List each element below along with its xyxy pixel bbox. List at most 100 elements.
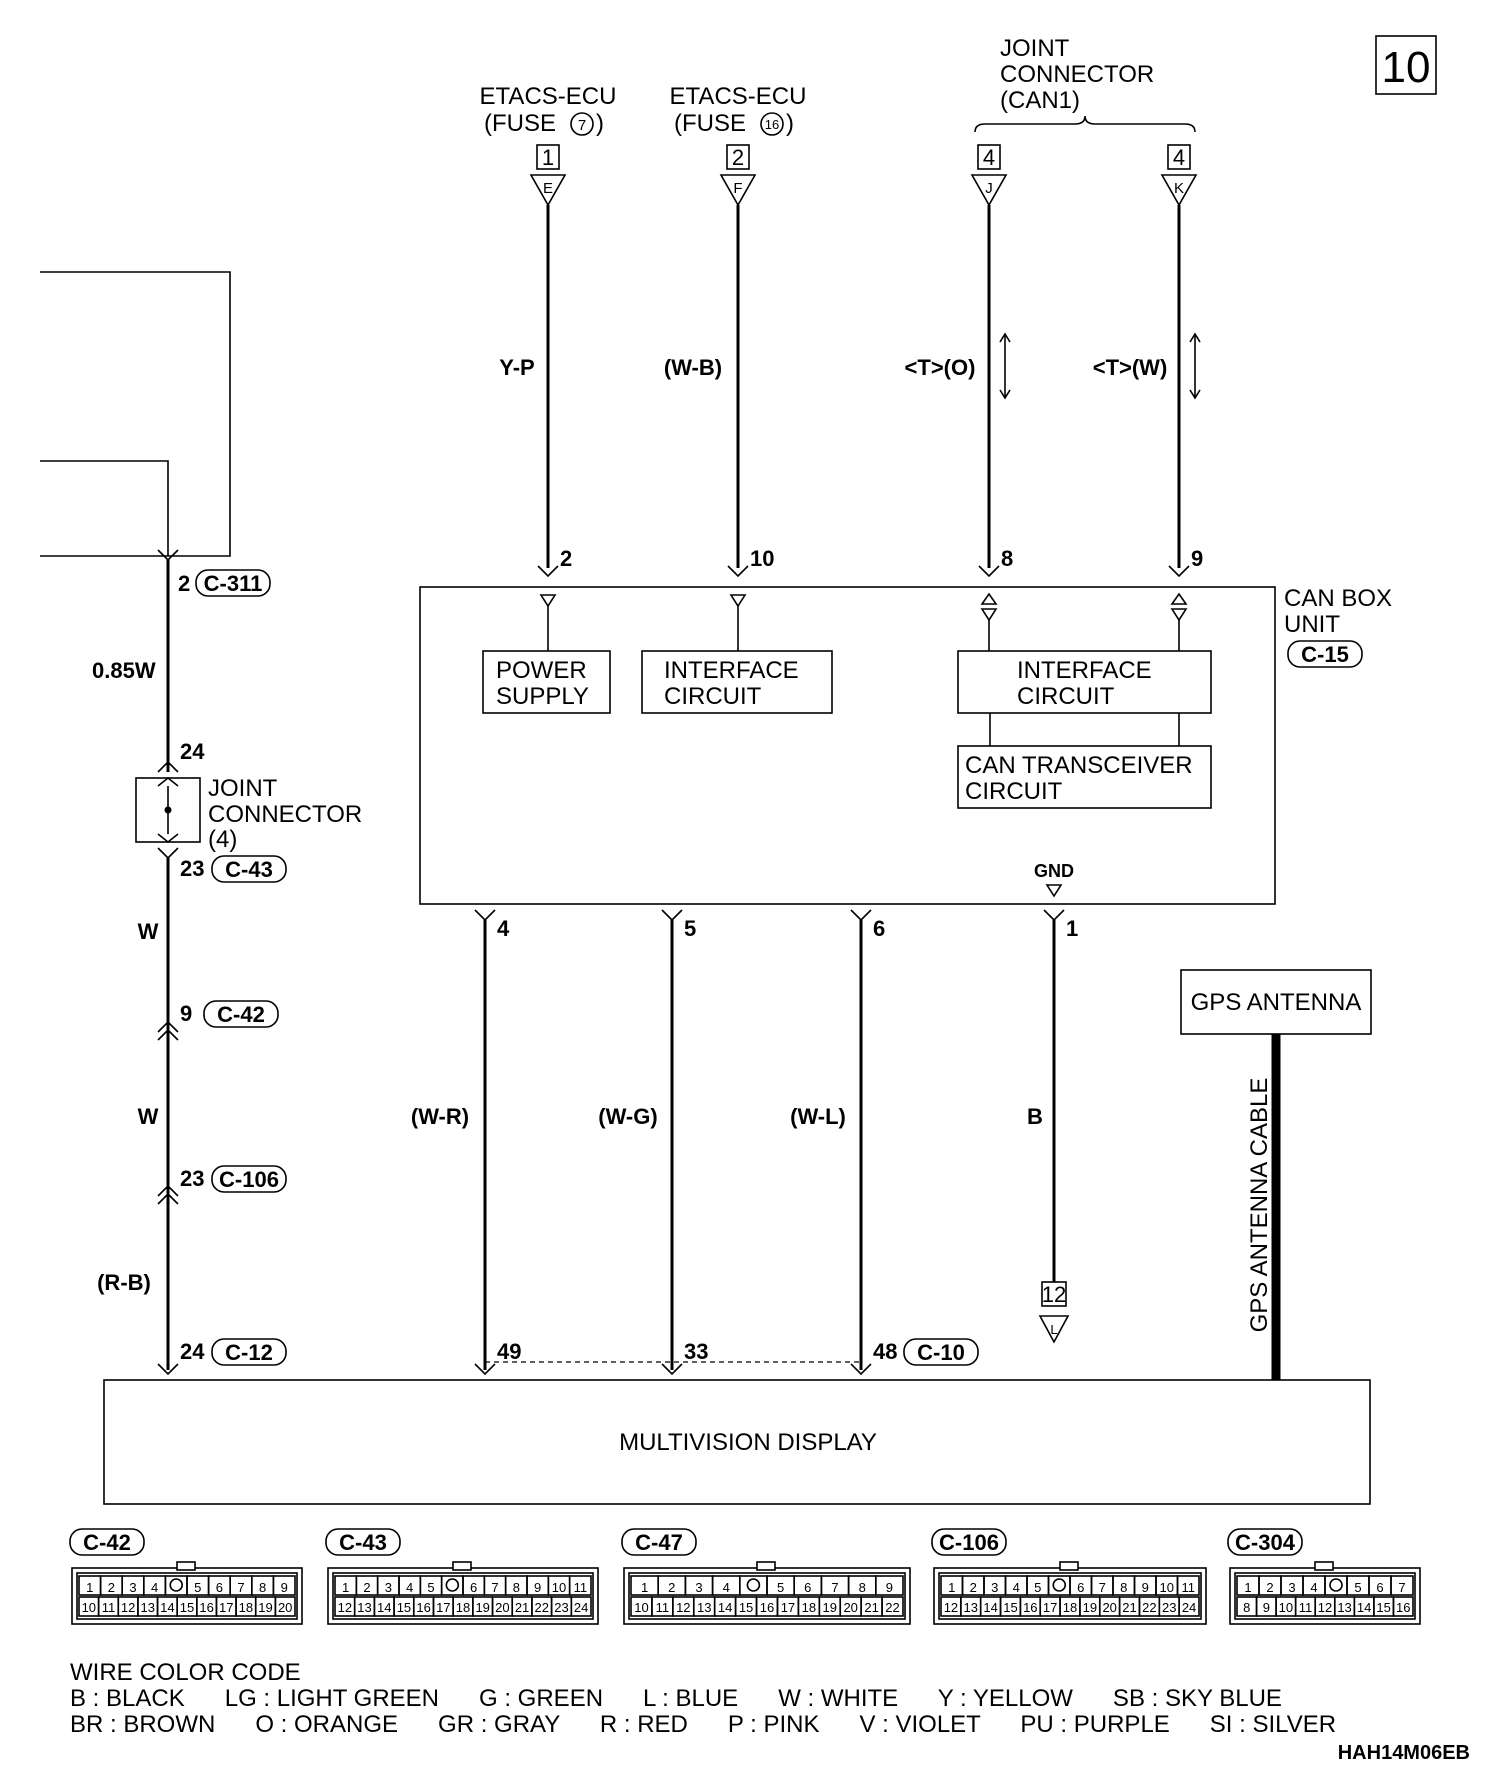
svg-text:C-43: C-43 (225, 857, 273, 882)
svg-text:4: 4 (497, 916, 510, 941)
pin-number: 2 (363, 1580, 370, 1595)
pin-number: 6 (1077, 1580, 1084, 1595)
pin-number: 10 (1279, 1600, 1293, 1615)
pin-number: 13 (140, 1600, 154, 1615)
pin-number: 14 (718, 1600, 732, 1615)
svg-text:(W-B): (W-B) (664, 355, 722, 380)
pin-number: 8 (513, 1580, 520, 1595)
pin-number: 9 (1263, 1600, 1270, 1615)
svg-text:(4): (4) (208, 826, 237, 853)
pin-number: 6 (804, 1580, 811, 1595)
svg-text:C-42: C-42 (217, 1002, 265, 1027)
svg-text:48: 48 (873, 1339, 897, 1364)
svg-text:POWER: POWER (496, 657, 587, 684)
pin-number: 13 (357, 1600, 371, 1615)
pin-number: 5 (1034, 1580, 1041, 1595)
pin-number: 4 (151, 1580, 158, 1595)
pin-number: 5 (194, 1580, 201, 1595)
pin-number: 5 (777, 1580, 784, 1595)
interface-circuit-block-2: INTERFACE CIRCUIT (957, 650, 1212, 714)
svg-text:8: 8 (1001, 546, 1013, 571)
pin-number: 19 (823, 1600, 837, 1615)
pin-number: 7 (1099, 1580, 1106, 1595)
svg-text:(CAN1): (CAN1) (1000, 87, 1080, 114)
svg-text:INTERFACE: INTERFACE (1017, 657, 1152, 684)
connector-name: C-106 (939, 1530, 999, 1555)
input-wire-2: 2 F (W-B) 10 (664, 144, 774, 578)
pin-number: 9 (281, 1580, 288, 1595)
svg-text:7: 7 (578, 117, 586, 134)
bottom-wire-3: 6 (W-L) 48 C-10 (790, 909, 979, 1376)
pin-number: 4 (1013, 1580, 1020, 1595)
pin-number: 2 (108, 1580, 115, 1595)
pin-number: 17 (436, 1600, 450, 1615)
pin-number: 1 (641, 1580, 648, 1595)
pin-number: 13 (697, 1600, 711, 1615)
svg-text:): ) (596, 110, 604, 137)
pin-number: 14 (160, 1600, 174, 1615)
pin-number: 3 (1288, 1580, 1295, 1595)
svg-text:16: 16 (765, 117, 779, 132)
pin-number: 4 (723, 1580, 730, 1595)
pin-number: 3 (991, 1580, 998, 1595)
pin-number: 8 (259, 1580, 266, 1595)
pin-number: 9 (1142, 1580, 1149, 1595)
svg-text:2: 2 (732, 145, 744, 170)
svg-text:(FUSE: (FUSE (674, 110, 746, 137)
pin-number: 10 (634, 1600, 648, 1615)
input-wire-3: 4 J <T>(O) 8 (905, 144, 1013, 578)
gps-cable-label: GPS ANTENNA CABLE (1246, 1078, 1273, 1333)
svg-text:49: 49 (497, 1339, 521, 1364)
pin-number: 12 (121, 1600, 135, 1615)
svg-text:GPS ANTENNA: GPS ANTENNA (1191, 989, 1362, 1016)
input-wire-4: 4 K <T>(W) 9 (1093, 144, 1203, 578)
pin-number: 7 (491, 1580, 498, 1595)
svg-text:SUPPLY: SUPPLY (496, 683, 589, 710)
svg-text:1: 1 (542, 145, 554, 170)
pin-number: 7 (237, 1580, 244, 1595)
connector-name: C-304 (1235, 1530, 1296, 1555)
pin-number: 11 (1299, 1600, 1313, 1615)
left-wire: 2 C-311 0.85W 24 JOINT CONNECTOR (4) 23 … (92, 549, 362, 1376)
svg-text:ETACS-ECU: ETACS-ECU (670, 83, 807, 110)
pin-number: 1 (1244, 1580, 1251, 1595)
bottom-wire-2: 5 (W-G) 33 (598, 909, 708, 1376)
pin-number: 10 (552, 1580, 566, 1595)
pin-number: 11 (656, 1600, 670, 1615)
etacs-fuse16-label: ETACS-ECU (FUSE 16 ) (670, 83, 807, 137)
svg-text:(R-B): (R-B) (97, 1270, 151, 1295)
pin-number: 11 (102, 1600, 116, 1615)
pin-number: 11 (574, 1580, 588, 1595)
pin-number: 2 (668, 1580, 675, 1595)
svg-text:B: B (1027, 1104, 1043, 1129)
svg-text:24: 24 (180, 1339, 205, 1364)
pin-number: 8 (1243, 1600, 1250, 1615)
pin-number: 15 (180, 1600, 194, 1615)
pin-number: 10 (1160, 1580, 1174, 1595)
pin-number: 11 (1182, 1580, 1196, 1595)
page-number-box: 10 (1375, 35, 1437, 95)
pin-number: 15 (1003, 1600, 1017, 1615)
legend-title: WIRE COLOR CODE (70, 1659, 301, 1686)
pin-number: 4 (1310, 1580, 1317, 1595)
svg-text:C-10: C-10 (917, 1340, 965, 1365)
svg-text:): ) (786, 110, 794, 137)
pin-number: 3 (695, 1580, 702, 1595)
can-box-unit: CAN BOX UNIT C-15 POWER SUPPLY INTERFACE… (419, 585, 1392, 905)
svg-text:<T>(O): <T>(O) (905, 355, 976, 380)
svg-text:4: 4 (983, 145, 995, 170)
svg-text:CONNECTOR: CONNECTOR (208, 801, 362, 828)
left-upstream-component (40, 271, 231, 557)
pin-number: 16 (1396, 1600, 1410, 1615)
pin-number: 7 (1398, 1580, 1405, 1595)
pin-number: 8 (859, 1580, 866, 1595)
can-transceiver-block: CAN TRANSCEIVER CIRCUIT (957, 745, 1212, 809)
pin-number: 6 (1376, 1580, 1383, 1595)
svg-text:(W-G): (W-G) (598, 1104, 657, 1129)
svg-text:Y-P: Y-P (499, 355, 534, 380)
svg-text:2: 2 (560, 546, 572, 571)
svg-text:CIRCUIT: CIRCUIT (1017, 683, 1115, 710)
